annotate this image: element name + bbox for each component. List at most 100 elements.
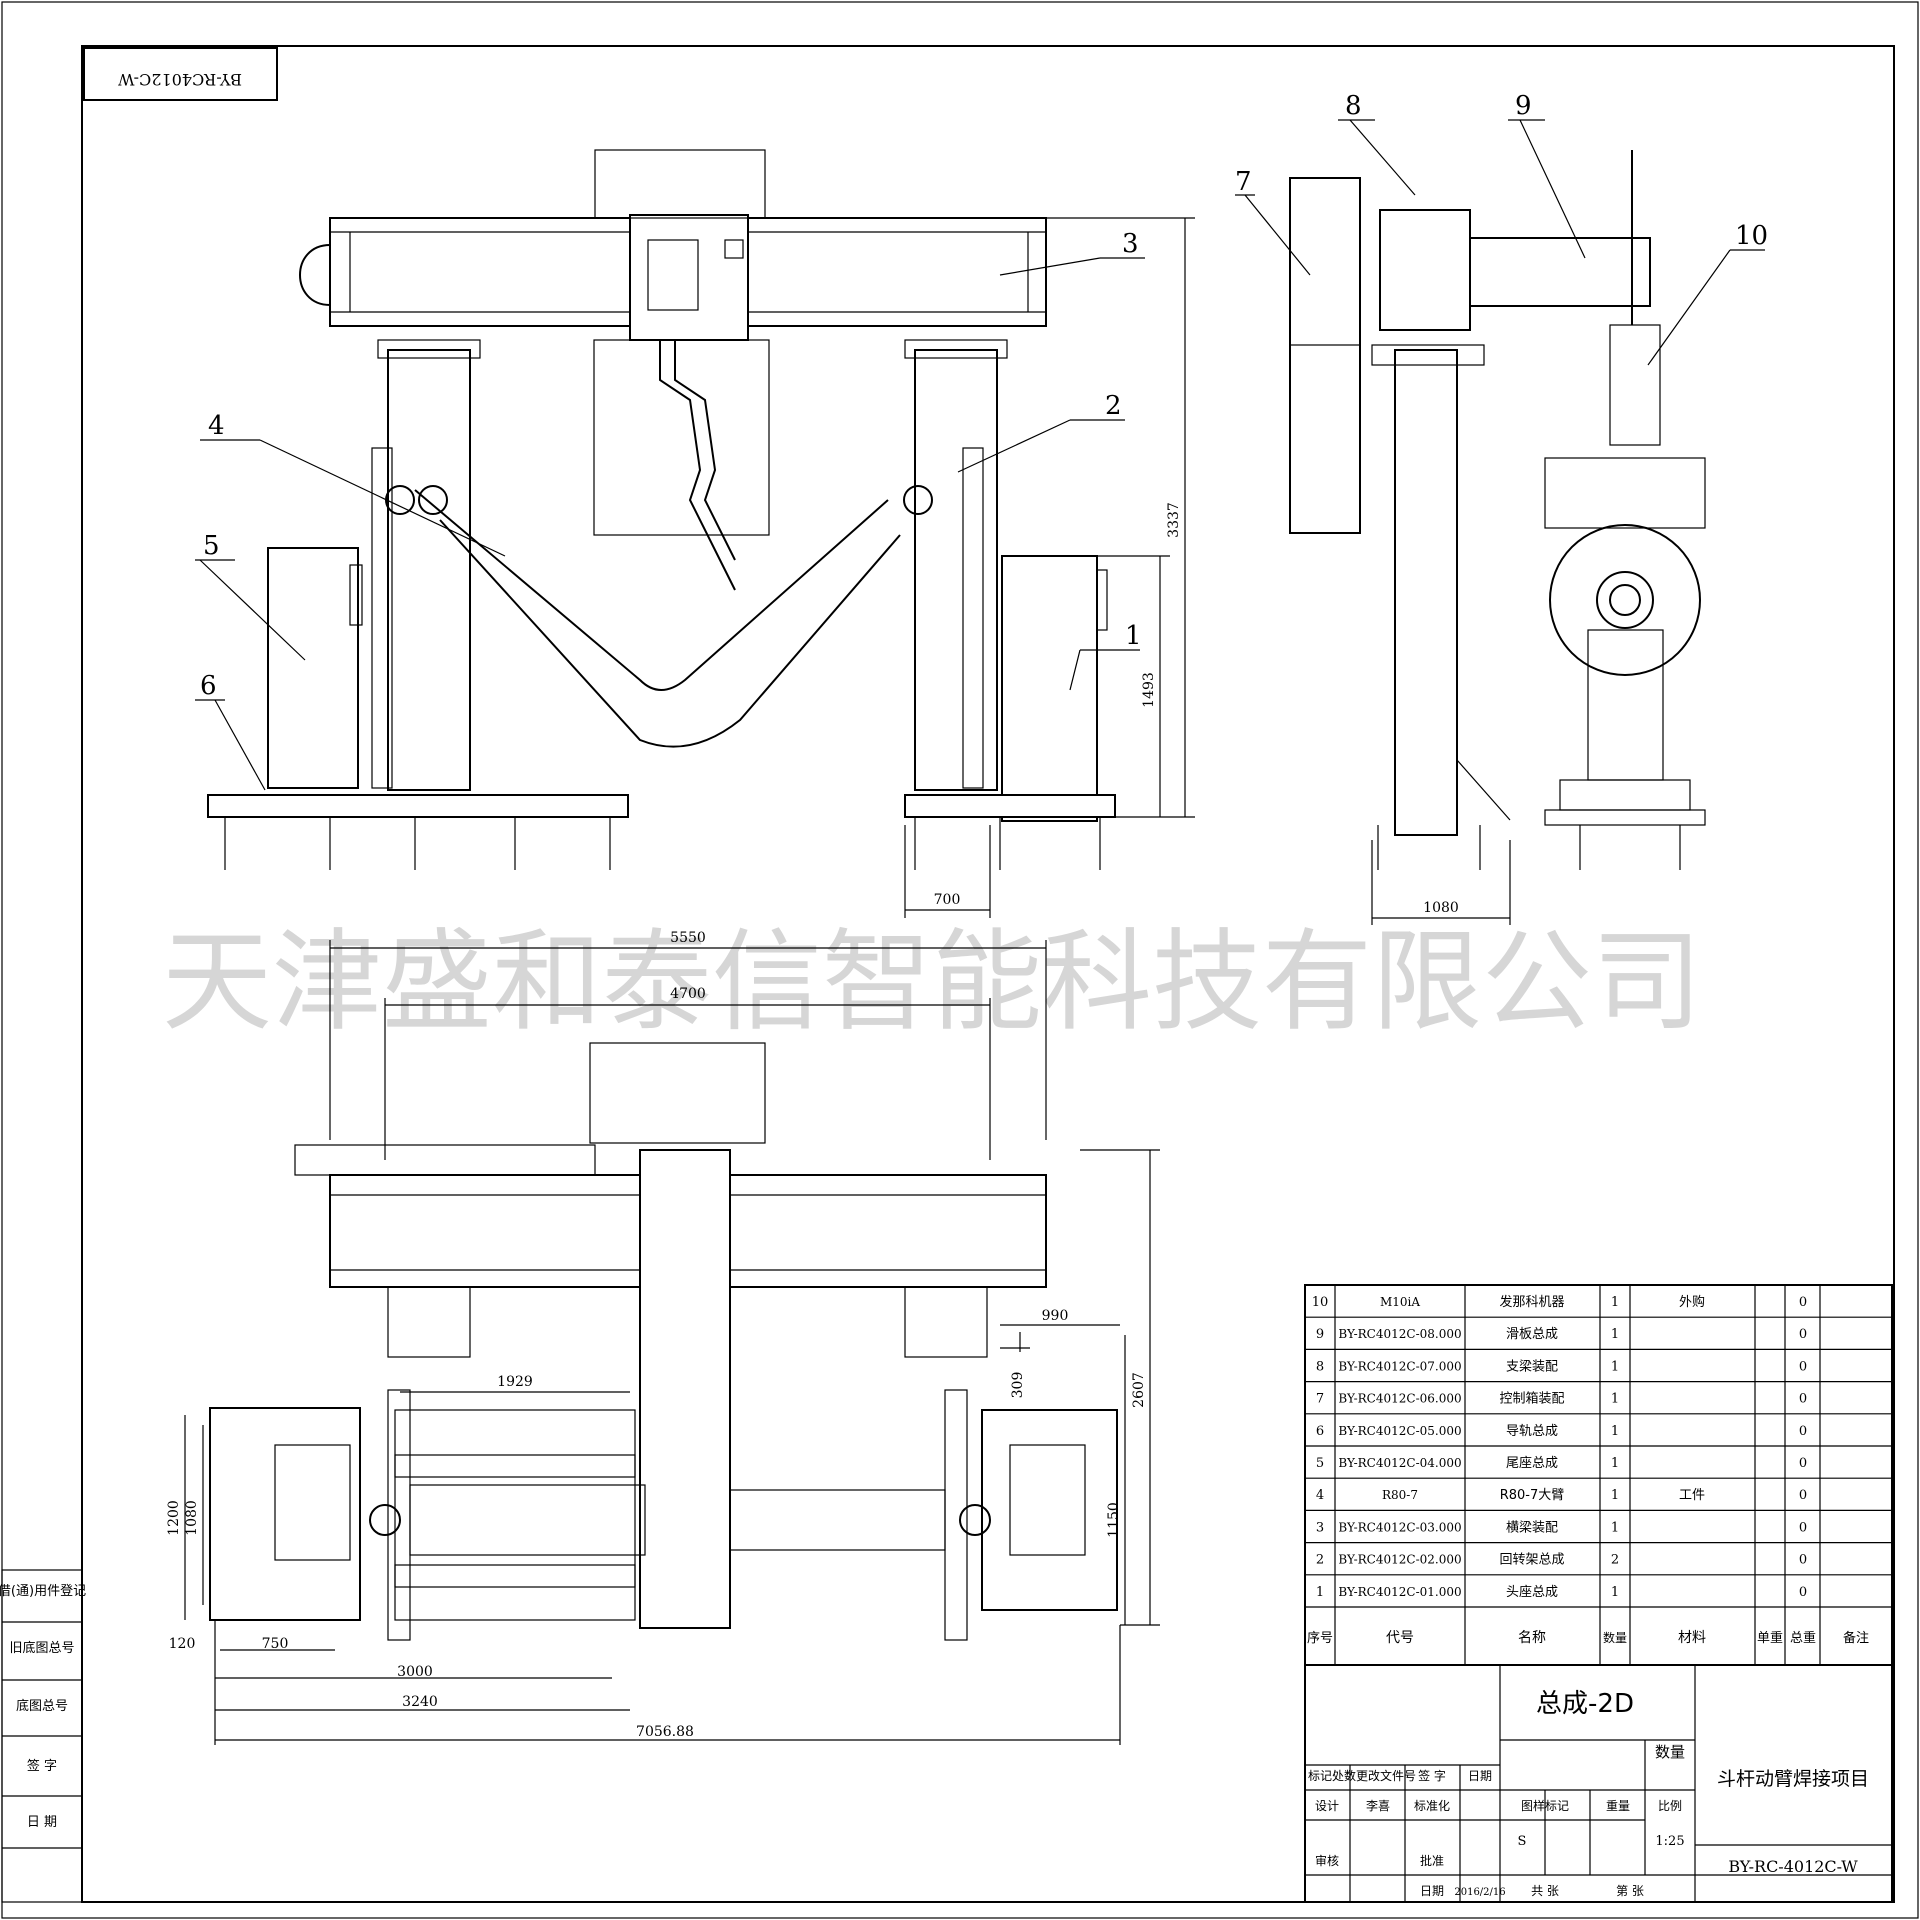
title-scale-label: 比例: [1658, 1799, 1682, 1813]
title-sheet-no: 第 张: [1616, 1884, 1644, 1898]
code-box-text: BY-RC4012C-W: [117, 70, 241, 89]
bom-cell-total: 0: [1799, 1392, 1807, 1407]
bom-cell-no: 4: [1316, 1488, 1324, 1503]
bom-cell-code: M10iA: [1380, 1295, 1420, 1309]
plan-robot-slide: [639, 1149, 731, 1629]
bom-cell-code: BY-RC4012C-01.000: [1338, 1585, 1461, 1599]
right-column: [914, 349, 998, 791]
bom-cell-no: 10: [1312, 1295, 1329, 1310]
balloon-leaders: [195, 119, 1765, 791]
dim-1929: 1929: [497, 1374, 533, 1390]
dim-1200: 1200: [166, 1500, 182, 1536]
dim-1080-side: 1080: [1423, 900, 1459, 916]
dim-700: 700: [934, 892, 961, 908]
title-qty-label: 数量: [1655, 1743, 1685, 1761]
bom-header-remarks: 备注: [1843, 1630, 1869, 1646]
right-base: [904, 794, 1116, 818]
balloon-8: 8: [1345, 91, 1362, 121]
title-approve-label: 批准: [1420, 1853, 1444, 1868]
support-beam-head: [1379, 209, 1471, 331]
bom-cell-qty: 1: [1611, 1520, 1619, 1535]
bom-cell-name: 回转架总成: [1499, 1553, 1564, 1568]
left-column: [387, 349, 471, 791]
headstock: [1001, 555, 1098, 822]
title-weight-label: 重量: [1606, 1799, 1630, 1813]
bom-header-qty: 数量: [1603, 1630, 1627, 1645]
title-revision-header: 标记处数更改文件号: [1308, 1768, 1416, 1783]
dim-3000: 3000: [397, 1664, 433, 1680]
bom-cell-name: 头座总成: [1506, 1585, 1558, 1600]
bom-header-name: 名称: [1518, 1630, 1546, 1646]
bom-cell-name: 滑板总成: [1506, 1327, 1558, 1342]
title-review-label: 审核: [1315, 1853, 1339, 1868]
dim-750: 750: [262, 1636, 289, 1652]
inner-frame: [81, 45, 1895, 1903]
title-drawing-name: 总成-2D: [1536, 1689, 1634, 1719]
title-stage-mark: S: [1518, 1834, 1527, 1849]
balloon-10: 10: [1735, 221, 1768, 251]
boom-workpiece: [414, 489, 889, 691]
bom-header-total-weight: 总重: [1790, 1630, 1816, 1646]
bom-cell-total: 0: [1799, 1359, 1807, 1374]
title-sheets: 共 张: [1531, 1884, 1559, 1898]
bom-cell-qty: 1: [1611, 1359, 1619, 1374]
bom-cell-material: 工件: [1679, 1488, 1705, 1503]
bom-cell-qty: 2: [1611, 1553, 1619, 1568]
balloon-2: 2: [1105, 391, 1122, 421]
rear-cabinet: [593, 339, 770, 536]
plan-tailstock: [209, 1407, 361, 1621]
title-designer: 李喜: [1366, 1798, 1390, 1813]
balloon-1: 1: [1125, 621, 1142, 651]
dim-4700: 4700: [670, 986, 706, 1002]
left-margin-table: 借(通)用件登记 旧底图总号 底图总号 签 字 日 期: [0, 1569, 86, 1903]
bom-header-unit-weight: 单重: [1757, 1630, 1783, 1646]
title-standard-label: 标准化: [1414, 1799, 1450, 1813]
dim-990: 990: [1042, 1308, 1069, 1324]
title-stage-label: 图样标记: [1521, 1798, 1569, 1813]
balloon-7: 7: [1235, 167, 1252, 197]
bom-cell-no: 3: [1316, 1520, 1324, 1535]
dim-2607: 2607: [1131, 1372, 1147, 1408]
guide-rail: [207, 794, 629, 818]
balloon-3: 3: [1122, 229, 1139, 259]
title-project: 斗杆动臂焊接项目: [1717, 1768, 1869, 1790]
bom-cell-total: 0: [1799, 1520, 1807, 1535]
title-date-value: 2016/2/16: [1454, 1887, 1505, 1898]
title-design-label: 设计: [1315, 1799, 1339, 1813]
bom-cell-no: 7: [1316, 1392, 1324, 1407]
bom-cell-total: 0: [1799, 1553, 1807, 1568]
dim-309: 309: [1010, 1372, 1026, 1399]
balloon-9: 9: [1515, 91, 1532, 121]
title-date-row-label: 日期: [1420, 1884, 1444, 1898]
bom-cell-no: 9: [1316, 1327, 1324, 1342]
bom-header-material: 材料: [1678, 1630, 1706, 1646]
bom-cell-qty: 1: [1611, 1456, 1619, 1471]
bom-cell-code: BY-RC4012C-05.000: [1338, 1424, 1461, 1438]
dim-3337: 3337: [1166, 502, 1182, 538]
bom-cell-code: BY-RC4012C-03.000: [1338, 1520, 1461, 1534]
bom-cell-name: R80-7大臂: [1500, 1488, 1565, 1503]
bom-cell-qty: 1: [1611, 1392, 1619, 1407]
title-drawing-no: BY-RC-4012C-W: [1728, 1857, 1858, 1876]
dim-120: 120: [169, 1636, 196, 1652]
side-column: [1394, 349, 1458, 836]
bom-cell-qty: 1: [1611, 1295, 1619, 1310]
margin-borrow-label: 借(通)用件登记: [0, 1584, 86, 1599]
bom-cell-name: 控制箱装配: [1499, 1391, 1564, 1407]
margin-sign-label: 签 字: [27, 1758, 57, 1774]
bom-cell-name: 横梁装配: [1506, 1520, 1558, 1535]
left-rotating-frame: [371, 447, 393, 789]
bom-header-code: 代号: [1386, 1630, 1414, 1646]
right-rotating-frame: [962, 447, 984, 789]
bom-cell-code: BY-RC4012C-06.000: [1338, 1392, 1461, 1406]
bom-cell-no: 5: [1316, 1456, 1324, 1471]
bom-cell-total: 0: [1799, 1327, 1807, 1342]
margin-base-no-label: 底图总号: [16, 1698, 68, 1714]
bom-cell-code: R80-7: [1382, 1488, 1418, 1502]
dim-1080-plan: 1080: [184, 1500, 200, 1536]
bom-cell-qty: 1: [1611, 1585, 1619, 1600]
bom-cell-code: BY-RC4012C-08.000: [1338, 1327, 1461, 1341]
